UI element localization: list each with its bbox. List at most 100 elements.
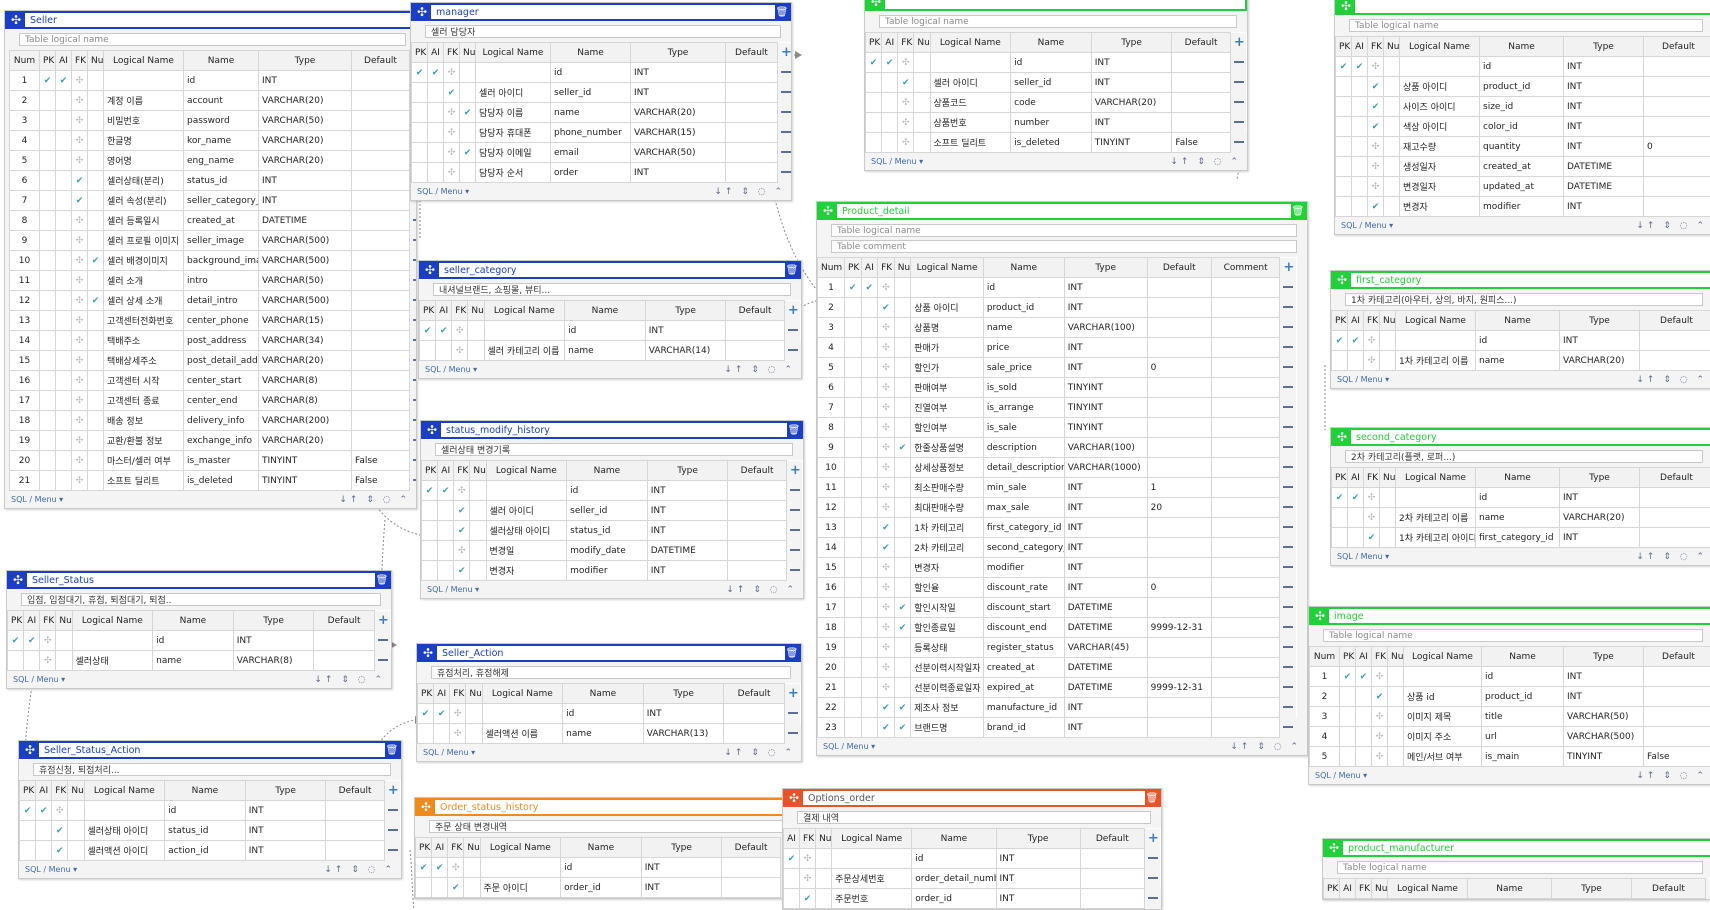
cell-name[interactable]: description [982,437,1065,458]
drag-handle-icon[interactable]: ✣ [1367,136,1384,157]
cell-default[interactable] [1643,96,1710,117]
flag-cell[interactable] [87,470,104,491]
sql-menu-button[interactable]: SQL / Menu ▾ [1337,552,1390,561]
cell-default[interactable] [313,650,375,671]
cell-default[interactable] [351,110,410,131]
table-footer-icons[interactable]: ↓↑ ⇕ ◌ ⌃ [1170,156,1241,167]
cell-comment[interactable] [1210,397,1281,418]
minus-icon[interactable] [1144,868,1161,889]
cell-logical-name[interactable] [1395,330,1476,351]
cell-name[interactable]: created_at [982,657,1065,678]
cell-name[interactable]: price [982,337,1065,358]
cell-name[interactable]: detail_description [982,457,1065,478]
cell-logical-name[interactable]: 택배주소 [103,330,184,351]
flag-cell[interactable] [1351,156,1368,177]
cell-comment[interactable] [1210,297,1281,318]
cell-name[interactable]: delivery_info [183,410,259,431]
drag-handle-icon[interactable]: ✣ [877,417,895,438]
move-cross-icon[interactable]: ✣ [421,263,439,277]
checkmark-icon[interactable]: ✔ [415,857,433,878]
cell-default[interactable] [721,857,781,878]
table-header[interactable]: ✣ [1335,0,1710,15]
checkmark-icon[interactable]: ✔ [1367,76,1384,97]
flag-cell[interactable] [1379,350,1396,371]
checkmark-icon[interactable]: ✔ [860,277,879,298]
move-cross-icon[interactable]: ✣ [21,743,39,757]
flag-cell[interactable] [1351,136,1368,157]
cell-logical-name[interactable]: 선분이력시작일자 [910,657,984,678]
cell-type[interactable]: VARCHAR(50) [1563,706,1644,727]
cell-name[interactable]: id [183,70,259,91]
table-header[interactable]: ✣ Order_status_history [415,798,797,816]
cell-default[interactable] [725,320,785,341]
table-logical-name-input[interactable] [1345,293,1703,306]
cell-name[interactable]: status_id [183,170,259,191]
checkmark-icon[interactable]: ✔ [35,800,53,821]
flag-cell[interactable] [87,450,104,471]
cell-logical-name[interactable]: 소프트 딜리트 [929,132,1012,153]
trash-icon[interactable]: 🗑 [785,263,799,277]
cell-logical-name[interactable]: 주문번호 [831,888,913,909]
plus-icon[interactable]: + [384,780,401,801]
minus-icon[interactable] [409,290,416,311]
flag-cell[interactable] [463,877,481,898]
cell-logical-name[interactable]: 선분이력종료일자 [910,677,984,698]
checkmark-icon[interactable]: ✔ [877,517,895,538]
cell-type[interactable]: VARCHAR(8) [232,650,315,671]
checkmark-icon[interactable]: ✔ [1339,666,1356,687]
flag-cell[interactable] [893,477,912,498]
flag-cell[interactable] [1383,56,1400,77]
cell-logical-name[interactable]: 변경일자 [1399,176,1480,197]
flag-cell[interactable] [1347,527,1364,548]
minus-icon[interactable] [409,270,416,291]
flag-cell[interactable] [1351,176,1368,197]
cell-default[interactable] [1079,888,1145,909]
table-name[interactable]: Options_order [808,792,875,804]
drag-handle-icon[interactable]: ✣ [877,657,895,678]
minus-icon[interactable] [384,800,401,821]
drag-handle-icon[interactable]: ✣ [449,703,467,724]
table-header[interactable]: ✣ image [1309,607,1710,625]
minus-icon[interactable] [384,820,401,841]
flag-cell[interactable] [431,877,449,898]
cell-type[interactable]: VARCHAR(20) [258,130,352,151]
cell-name[interactable]: eng_name [183,150,259,171]
cell-comment[interactable] [1210,677,1281,698]
table-logical-name-input[interactable] [435,443,793,456]
flag-cell[interactable] [1351,116,1368,137]
flag-cell[interactable] [411,142,428,163]
flag-cell[interactable] [860,357,879,378]
minus-icon[interactable] [409,310,416,331]
flag-cell[interactable] [435,340,453,361]
minus-icon[interactable] [1230,72,1247,93]
checkmark-icon[interactable]: ✔ [1331,487,1348,508]
checkmark-icon[interactable]: ✔ [1363,527,1380,548]
flag-cell[interactable] [67,840,85,861]
flag-cell[interactable] [913,132,931,153]
cell-name[interactable]: seller_id [550,82,631,103]
cell-type[interactable]: VARCHAR(500) [1563,726,1644,747]
drag-handle-icon[interactable]: ✣ [1371,746,1388,767]
flag-cell[interactable] [1383,176,1400,197]
checkmark-icon[interactable]: ✔ [893,717,912,738]
cell-logical-name[interactable]: 계정 이름 [103,90,184,111]
minus-icon[interactable] [1230,112,1247,133]
flag-cell[interactable] [87,210,104,231]
cell-type[interactable]: VARCHAR(8) [258,370,352,391]
cell-comment[interactable] [1210,697,1281,718]
cell-name[interactable]: color_id [1479,116,1564,137]
checkmark-icon[interactable]: ✔ [453,560,471,581]
cell-comment[interactable] [1210,717,1281,738]
table-logical-name-input[interactable] [425,25,781,38]
checkmark-icon[interactable]: ✔ [893,617,912,638]
sql-menu-button[interactable]: SQL / Menu ▾ [1315,771,1368,780]
flag-cell[interactable] [55,470,72,491]
